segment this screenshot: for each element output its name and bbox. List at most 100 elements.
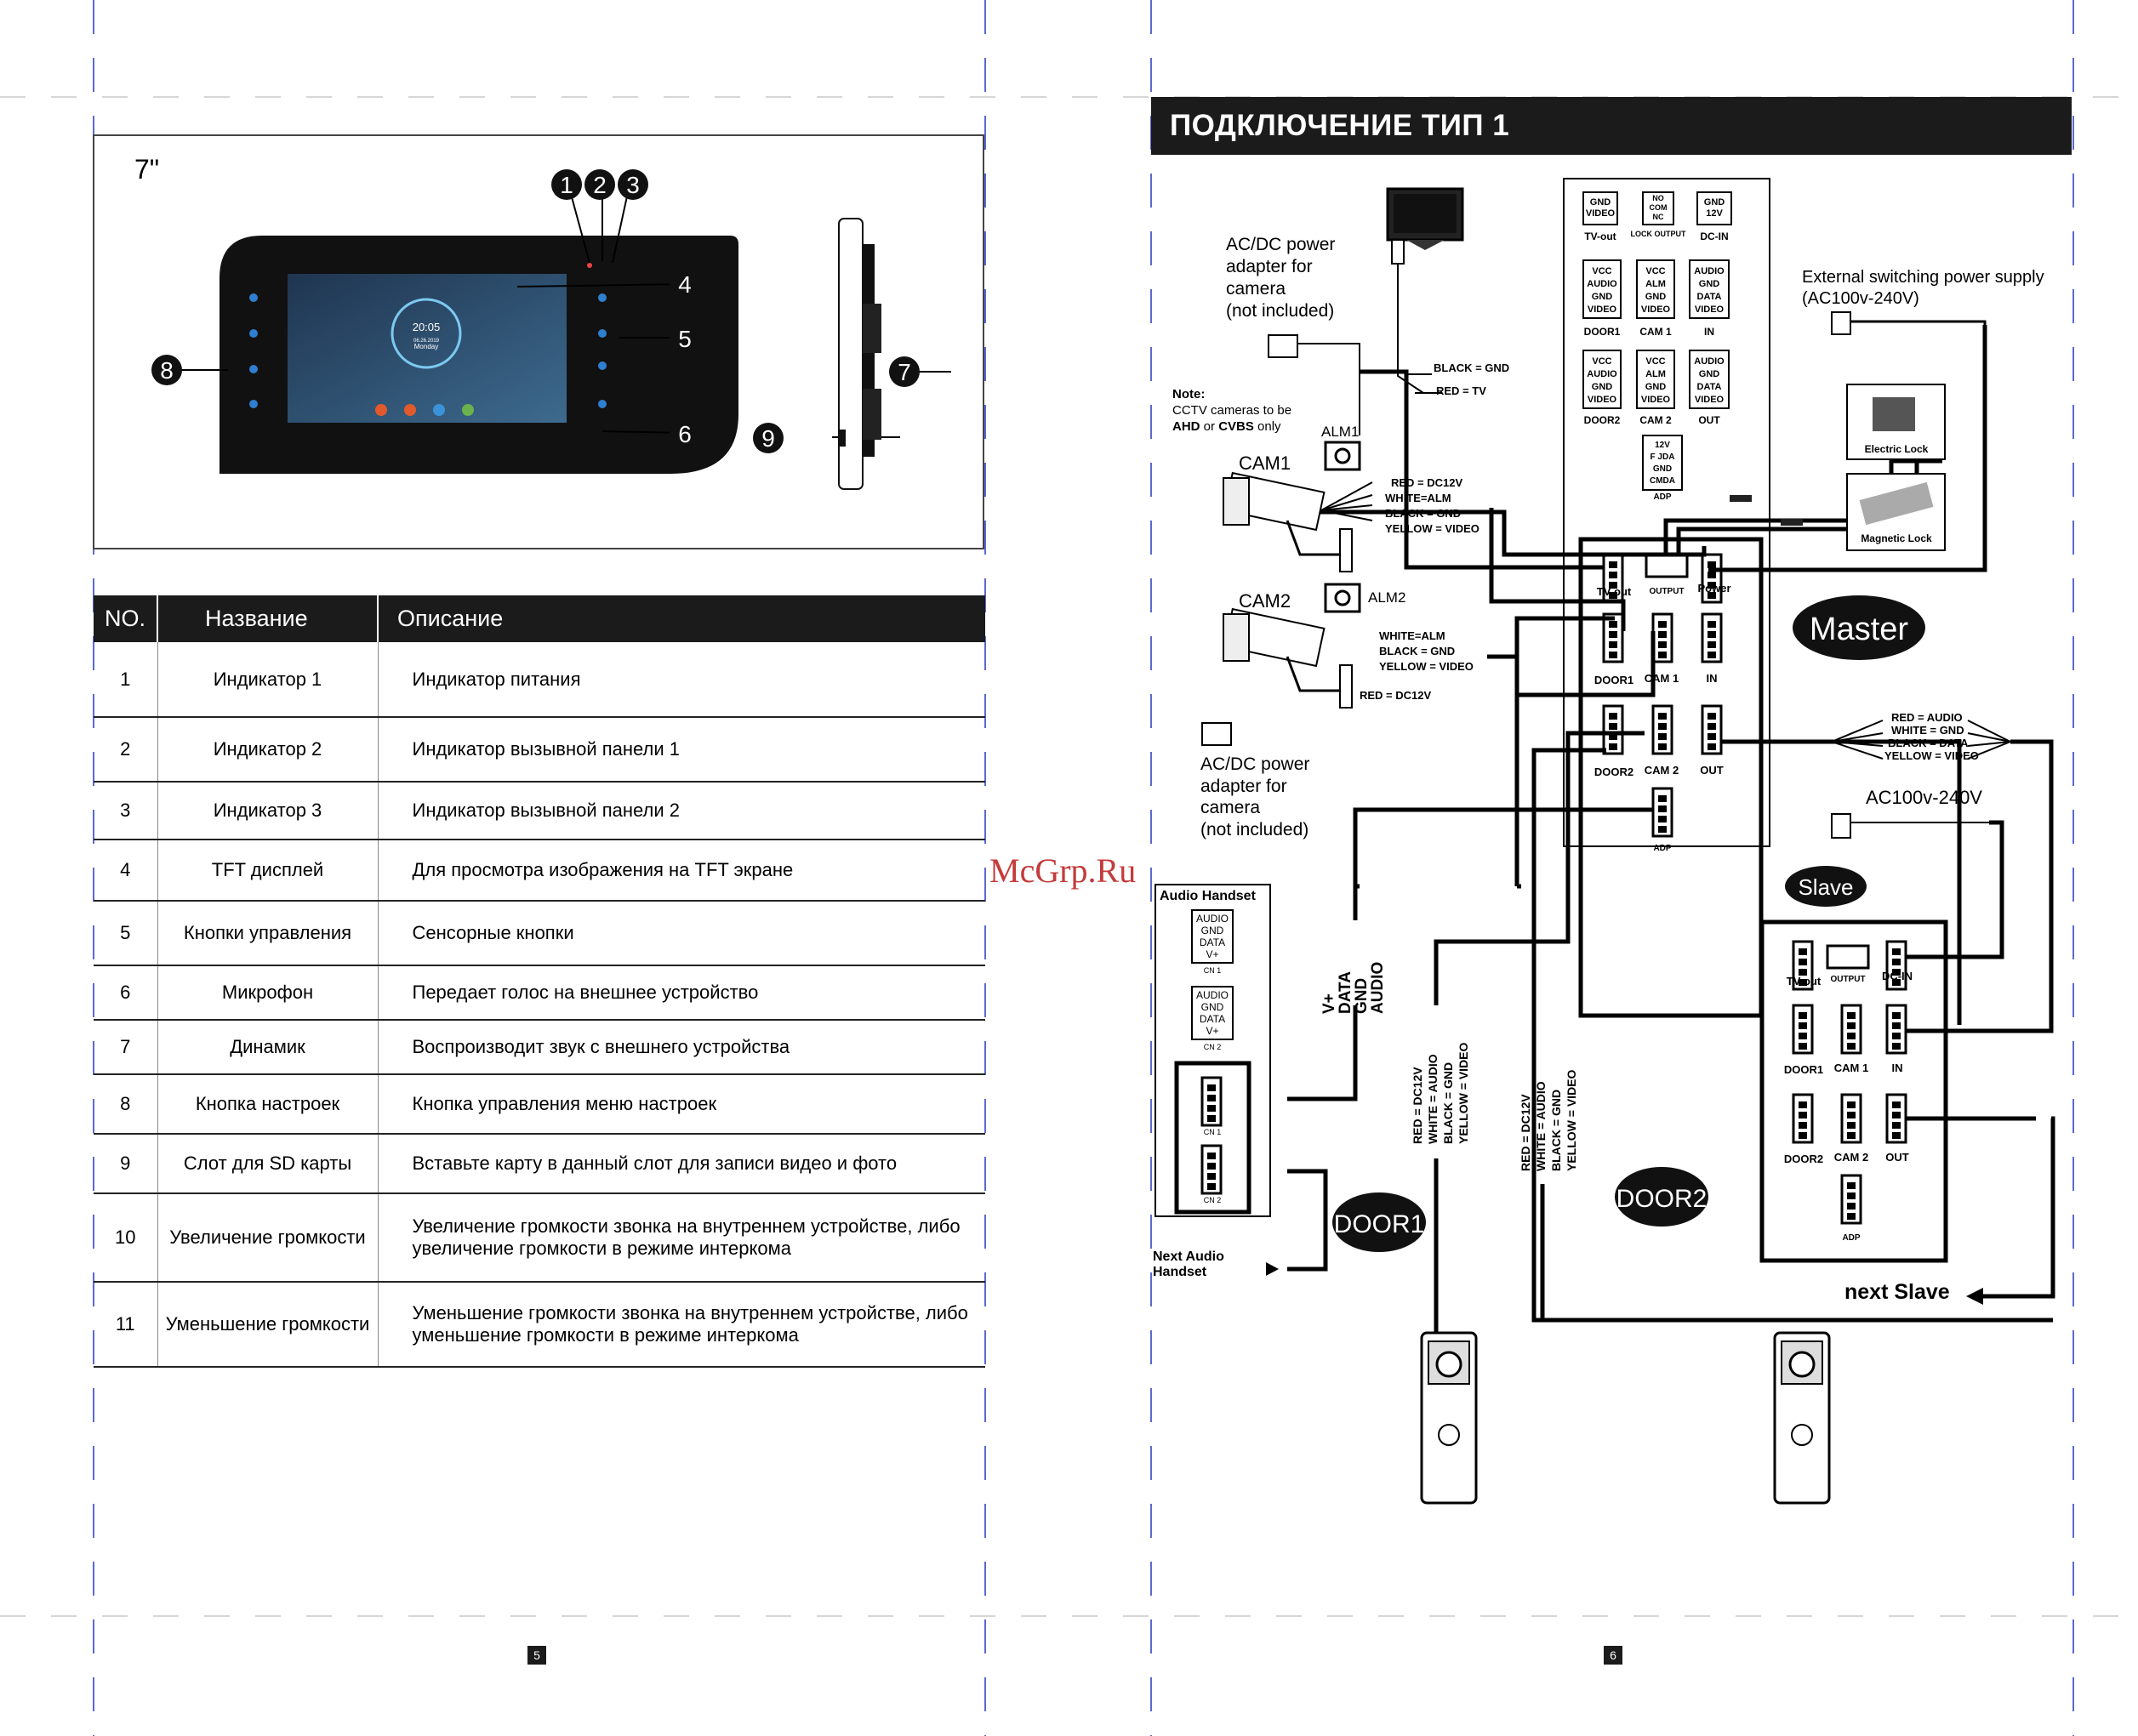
acdc1-line: (not included) [1226,301,1334,321]
callout-3: 3 [626,172,640,198]
port-label: OUTPUT [1830,975,1865,984]
bus-label: AUDIO [1369,962,1387,1014]
pin-text: 12V [1655,441,1670,450]
pin-text: COM [1650,203,1668,212]
pin-text: AUDIO [1196,913,1229,925]
port-label: IN [1704,326,1714,338]
wire-label: YELLOW = VIDEO [1379,660,1474,673]
slave-unit: Slave TV-out OUTPUT DC-IN DOOR1 CAM 1 IN… [1759,866,1948,1263]
cell-name: Динамик [157,1020,379,1075]
bus-label: GND [1353,978,1371,1014]
callout-9: 9 [761,425,775,452]
pin-text: VCC [1645,356,1665,367]
pin-text: GND [1653,464,1672,474]
port-label: OUT [1885,1151,1909,1164]
wire-label: YELLOW = VIDEO [1385,522,1479,535]
door1-label: DOOR1 [1334,1210,1425,1238]
note: Note: CCTV cameras to be AHD or CVBS onl… [1172,387,1291,434]
pin-text: VCC [1645,266,1665,276]
cell-no: 7 [94,1020,158,1075]
pin-text: NC [1653,213,1664,221]
wire-label: WHITE = GND [1891,724,1964,737]
wire-label: WHITE=ALM [1385,492,1451,504]
out-wire-labels: RED = AUDIO WHITE = GND BLACK = DATA YEL… [1831,711,2011,762]
callout-8: 8 [160,357,174,384]
cell-no: 1 [94,642,158,718]
cell-no: 8 [94,1074,158,1135]
spec-table-header: NO. Название Описание [94,595,985,642]
cell-desc: Индикатор питания [378,642,985,718]
door1: RED = DC12V WHITE = AUDIO BLACK = GND YE… [1332,1042,1478,1505]
cn-label: CN 1 [1204,1128,1222,1136]
wire-label: WHITE = AUDIO [1426,1054,1440,1144]
cell-no: 6 [94,965,158,1021]
pin-text: AUDIO [1694,266,1725,276]
cell-no: 9 [94,1134,158,1194]
wire-label: YELLOW = VIDEO [1457,1042,1470,1144]
pin-text: GND [1699,369,1720,379]
pin-text: DATA [1200,936,1225,948]
port-label: TV-out [1787,975,1822,988]
cell-no: 2 [94,717,158,783]
cam1: CAM1 ALM1 RED = DC12V WHITE=ALM BLACK = … [1223,424,1479,572]
wires [1287,325,2055,1333]
port-label: OUT [1698,414,1720,426]
port-label: OUT [1700,764,1724,777]
callout-4: 4 [678,271,692,298]
pin-text: AUDIO [1587,279,1617,289]
pin-text: AUDIO [1196,989,1229,1001]
ac-slave-label: AC100v-240V [1866,787,1982,808]
pin-text: GND [1590,197,1611,208]
cell-no: 5 [94,901,158,966]
cell-desc: Индикатор вызывной панели 1 [378,717,985,783]
port-label: DOOR2 [1784,1153,1823,1165]
pin-text: GND [1645,292,1667,302]
port-label: CAM 2 [1645,764,1679,777]
cam1-label: CAM1 [1239,452,1291,474]
tv-monitor: BLACK = GND RED = TV [1386,187,1509,397]
magnetic-lock-label: Magnetic Lock [1861,532,1932,544]
tv-red-label: RED = TV [1436,384,1486,397]
pin-text: GND [1592,382,1613,392]
pin-text: DATA [1697,382,1722,392]
acdc2-line: AC/DC power [1200,754,1309,774]
next-audio-handset-line: Next Audio [1153,1249,1224,1264]
cell-desc: Уменьшение громкости звонка на внутренне… [378,1282,985,1368]
note-only: only [1254,419,1281,434]
master-unit: TV-out OUTPUT Power DOOR1 CAM 1 IN DOOR2… [1578,537,1925,1018]
page-number-right: 6 [1604,1646,1622,1665]
wire-label: RED = DC12V [1519,1094,1532,1171]
pin-text: CMDA [1650,476,1675,486]
pin-text: VIDEO [1586,208,1616,219]
wire-label: BLACK = GND [1379,645,1455,657]
pin-text: DATA [1200,1013,1225,1025]
cell-desc: Передает голос на внешнее устройство [378,965,985,1021]
callout-2: 2 [593,172,607,198]
acdc2-line: camera [1200,798,1260,817]
wiring-diagram: GND VIDEO TV-out NO COM NC LOCK OUTPUT G… [1153,178,2055,1505]
cell-name: Слот для SD карты [157,1134,379,1194]
pin-text: AUDIO [1694,356,1725,367]
wire-label: WHITE=ALM [1379,629,1445,642]
port-label: DOOR2 [1584,414,1621,426]
pin-text: GND [1645,382,1667,392]
screen-day: Monday [414,343,438,350]
port-label: ADP [1842,1233,1860,1243]
pin-text: V+ [1206,1025,1218,1037]
cell-desc: Для просмотра изображения на TFT экране [378,840,985,902]
cn-label: CN 2 [1204,1043,1222,1051]
master-label: Master [1810,612,1908,647]
monitor-illustration: 7" 20:05 06.26.2019 Monday 1 2 3 4 5 6 [93,134,984,549]
port-label: IN [1892,1062,1903,1074]
pin-text: VIDEO [1588,395,1617,405]
port-label: CAM 2 [1639,414,1672,426]
acdc1-line: AC/DC power [1226,235,1335,254]
pin-text: V+ [1206,948,1218,960]
cell-name: TFT дисплей [157,840,379,902]
